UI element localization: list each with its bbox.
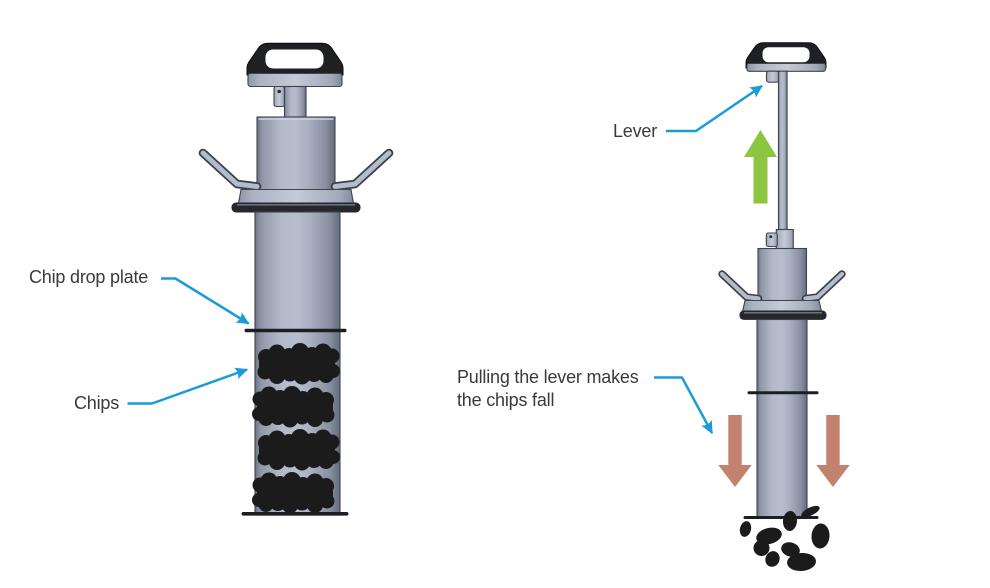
falling-chip xyxy=(782,511,798,531)
chip-drop-plate xyxy=(747,391,819,395)
chip-stack xyxy=(257,429,340,471)
callout-arrow-chip-drop-plate xyxy=(161,277,250,325)
chip-stack xyxy=(257,343,340,385)
falling-chip xyxy=(811,523,830,549)
latch-block xyxy=(273,85,286,108)
chip-stack xyxy=(252,386,335,428)
callout-arrow-chips xyxy=(127,367,249,405)
latch-block xyxy=(765,232,778,248)
upper-barrel xyxy=(256,116,336,192)
falling-chips xyxy=(739,505,830,572)
label-pulling-the-lever: Pulling the lever makes the chips fall xyxy=(457,366,639,412)
label-chip-drop-plate: Chip drop plate xyxy=(29,267,149,287)
up-arrow-icon xyxy=(744,130,777,204)
figure-right-lever-pulled xyxy=(718,42,850,572)
rod-collar xyxy=(775,228,794,250)
wing-handle-right xyxy=(332,150,392,189)
down-arrow-icon xyxy=(816,415,850,487)
label-chips: Chips xyxy=(74,393,120,413)
figure-left-loaded-device xyxy=(198,42,394,516)
label-lever: Lever xyxy=(613,121,658,141)
label-pulling-the-lever-line2: the chips fall xyxy=(457,390,555,410)
latch-screw xyxy=(769,235,773,239)
callout-arrow-pulling xyxy=(654,376,714,435)
falling-chip xyxy=(765,551,780,567)
falling-chip xyxy=(787,552,816,572)
stem xyxy=(283,85,307,118)
wing-handle-left xyxy=(719,271,761,301)
wing-handle-right xyxy=(803,271,845,301)
flange xyxy=(741,299,823,313)
wing-handle-left xyxy=(200,150,260,189)
handle-top-plate xyxy=(746,62,827,72)
label-pulling-the-lever-line1: Pulling the lever makes xyxy=(457,367,639,387)
tube-body xyxy=(756,318,808,518)
barrel-highlight xyxy=(258,118,334,120)
callout-arrow-lever xyxy=(666,84,763,133)
handle-grip-opening xyxy=(762,47,810,63)
falling-chip xyxy=(739,521,752,537)
gasket-band xyxy=(739,310,827,320)
bottom-plate xyxy=(241,512,349,516)
falling-chip xyxy=(753,540,770,556)
falling-chip xyxy=(781,542,800,557)
latch-screw xyxy=(277,89,282,94)
lever-nub xyxy=(765,70,780,83)
flange xyxy=(237,188,355,205)
neck-barrel xyxy=(757,247,808,302)
bottom-plate xyxy=(743,516,819,519)
gasket-highlight xyxy=(237,204,355,206)
chip-stack xyxy=(252,472,335,514)
lever-rod xyxy=(777,70,788,232)
handle-top-plate xyxy=(247,72,343,88)
callout-arrows xyxy=(127,84,763,435)
chip-drop-plate xyxy=(244,328,347,333)
handle-grip-opening xyxy=(265,49,324,69)
gasket-highlight xyxy=(744,312,822,314)
down-arrow-icon xyxy=(718,415,752,487)
falling-chip xyxy=(801,505,820,518)
